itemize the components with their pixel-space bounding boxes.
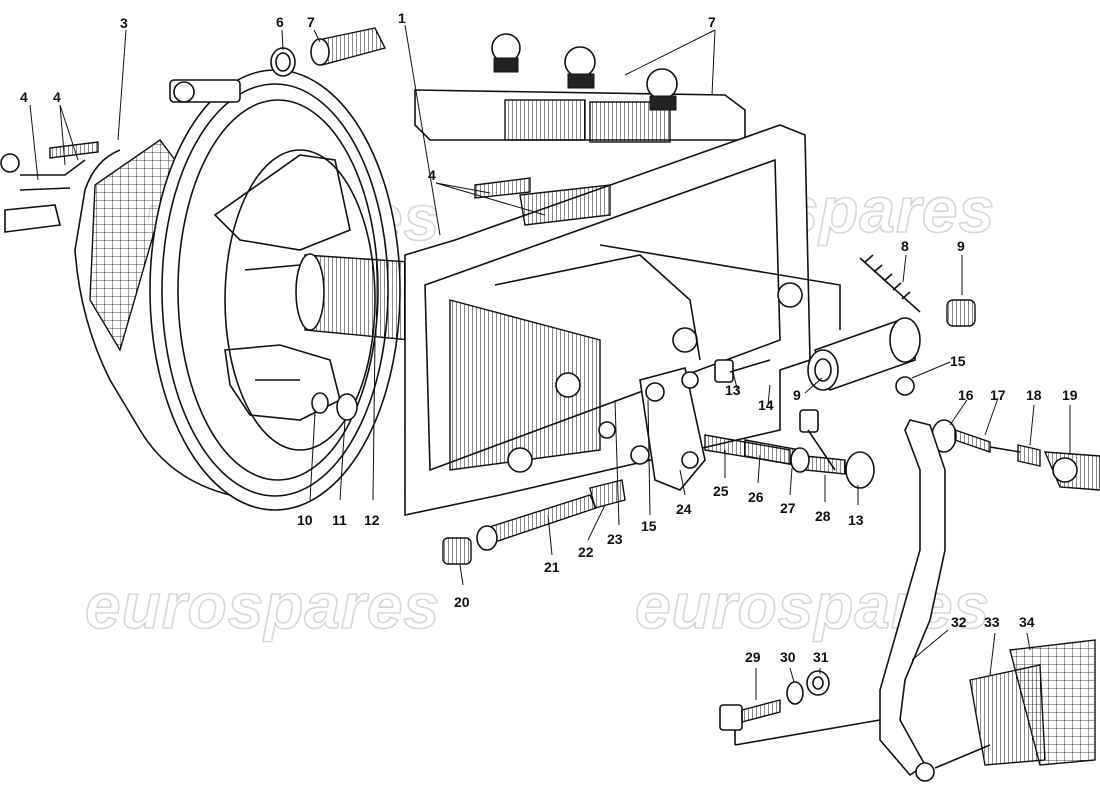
callout-18: 18 (1026, 387, 1042, 403)
callout-29: 29 (745, 649, 761, 665)
leader-lines (29, 24, 1071, 700)
bolt-nut-set (719, 670, 830, 731)
callout-31: 31 (813, 649, 829, 665)
clutch-cable (931, 419, 1100, 491)
callout-9-center: 9 (793, 387, 801, 403)
servo-fixings (311, 392, 358, 421)
callout-13-lower: 13 (848, 512, 864, 528)
callout-25: 25 (713, 483, 729, 499)
callout-26: 26 (748, 489, 764, 505)
callout-9-right: 9 (957, 238, 965, 254)
bolt-13 (714, 359, 836, 471)
callout-30: 30 (780, 649, 796, 665)
callout-11: 11 (332, 512, 347, 528)
callout-33: 33 (984, 614, 1000, 630)
callout-8: 8 (901, 238, 909, 254)
callout-28: 28 (815, 508, 831, 524)
pedal-pivot (807, 254, 976, 396)
callout-19: 19 (1062, 387, 1078, 403)
pedal-arm (734, 419, 1096, 782)
pedal-box-bracket (404, 124, 841, 516)
callout-2: 3 (120, 15, 128, 31)
callout-7: 7 (708, 14, 716, 30)
adjuster-rods (704, 434, 875, 489)
callout-5: 6 (276, 14, 284, 30)
fluid-reservoirs (414, 33, 746, 143)
callout-14: 14 (758, 397, 774, 413)
callout-21: 21 (544, 559, 560, 575)
vacuum-pipe-left (0, 141, 99, 233)
callout-13-upper: 13 (725, 382, 741, 398)
master-cylinder-body (295, 253, 411, 341)
callout-20: 20 (454, 594, 470, 610)
callout-6: 7 (307, 14, 315, 30)
callout-24: 24 (676, 501, 692, 517)
brake-servo (74, 69, 401, 511)
callout-16: 16 (958, 387, 974, 403)
callout-15-lower: 15 (641, 518, 657, 534)
callout-34: 34 (1019, 614, 1035, 630)
push-rods (442, 479, 626, 565)
callout-4-center: 4 (428, 167, 436, 183)
callout-15-right: 15 (950, 353, 966, 369)
callout-27: 27 (780, 500, 796, 516)
callout-3: 4 (20, 89, 28, 105)
callout-12: 12 (364, 512, 380, 528)
callout-23: 23 (607, 531, 623, 547)
linkage-lever (639, 367, 706, 491)
watermark-bottom-left: eurospares (85, 570, 440, 642)
callout-1: 1 (398, 10, 406, 26)
callout-labels: 3 4 4 6 7 1 7 4 8 9 15 9 10 11 12 13 14 … (20, 10, 1078, 665)
callout-32: 32 (951, 614, 967, 630)
hose-clip-and-hose (270, 27, 387, 77)
callout-4-left: 4 (53, 89, 61, 105)
callout-22: 22 (578, 544, 594, 560)
callout-10: 10 (297, 512, 313, 528)
callout-17: 17 (990, 387, 1006, 403)
